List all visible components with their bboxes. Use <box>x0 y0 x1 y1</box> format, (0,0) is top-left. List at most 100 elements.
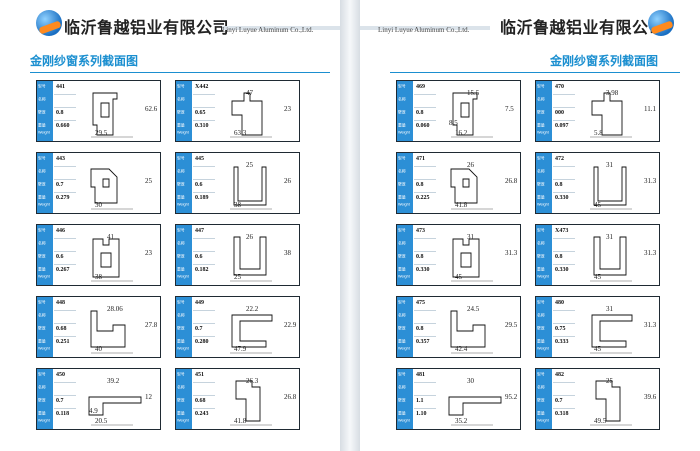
thickness-value: 0.8 <box>416 326 424 332</box>
weight-value: 1.10 <box>416 411 427 417</box>
model-value: 451 <box>195 372 204 378</box>
thickness-value: 0.7 <box>555 398 563 404</box>
model-value: 469 <box>416 84 425 90</box>
spec-label: Weight <box>398 418 410 423</box>
weight-value: 0.660 <box>56 123 70 129</box>
spec-label: 壁厚 <box>38 182 46 187</box>
model-value: 475 <box>416 300 425 306</box>
dimension-label: 30 <box>95 201 103 209</box>
spec-label: 壁厚 <box>398 398 406 403</box>
thickness-value: 0.6 <box>195 254 203 260</box>
company-name-en: Linyi Luyue Aluminum Co.,Ltd. <box>378 26 470 34</box>
spec-label: 壁厚 <box>537 182 545 187</box>
dimension-label: 26.8 <box>505 177 517 185</box>
weight-value: 0.243 <box>195 411 209 417</box>
thickness-value: 0.8 <box>416 254 424 260</box>
spec-label: 重量 <box>38 411 46 416</box>
spec-label: 重量 <box>398 411 406 416</box>
spec-label: 壁厚 <box>537 398 545 403</box>
weight-value: 0.357 <box>416 339 430 345</box>
dimension-label: 29.5 <box>505 321 517 329</box>
weight-value: 0.330 <box>555 267 569 273</box>
dimension-label: 47 <box>246 89 254 97</box>
model-value: 449 <box>195 300 204 306</box>
spec-label: 名称 <box>398 313 406 318</box>
model-value: 448 <box>56 300 65 306</box>
spec-label: 型号 <box>38 372 46 377</box>
spec-label: 壁厚 <box>537 254 545 259</box>
model-value: 470 <box>555 84 564 90</box>
spec-label: Weight <box>398 346 410 351</box>
left-page: 临沂鲁越铝业有限公司 Linyi Luyue Aluminum Co.,Ltd.… <box>0 0 340 451</box>
model-value: X442 <box>195 84 209 90</box>
spec-label: 重量 <box>537 123 545 128</box>
dimension-label: 25 <box>606 377 614 385</box>
spec-label: 型号 <box>537 84 545 89</box>
spec-label: Weight <box>177 202 189 207</box>
spec-label: 名称 <box>398 385 406 390</box>
dimension-label: 47.9 <box>234 345 247 353</box>
model-value: 472 <box>555 156 564 162</box>
spec-label: Weight <box>38 346 50 351</box>
spec-label: 型号 <box>398 372 406 377</box>
dimension-label: 23 <box>284 105 292 113</box>
dimension-label: 27.8 <box>145 321 157 329</box>
spec-label: 型号 <box>38 156 46 161</box>
company-name-en: Linyi Luyue Aluminum Co.,Ltd. <box>222 26 314 34</box>
spec-label: 壁厚 <box>177 182 185 187</box>
dimension-label: 8.5 <box>449 119 458 127</box>
weight-value: 0.118 <box>56 411 70 417</box>
spec-label: 型号 <box>537 228 545 233</box>
weight-value: 0.279 <box>56 195 70 201</box>
dimension-label: 31 <box>467 233 475 241</box>
series-title: 金刚纱窗系列截面图 <box>30 54 139 68</box>
spec-label: 重量 <box>398 195 406 200</box>
dimension-label: 22.9 <box>284 321 296 329</box>
spec-label: 壁厚 <box>38 110 46 115</box>
thickness-value: 0.75 <box>555 326 566 332</box>
spec-label: Weight <box>398 274 410 279</box>
dimension-label: 7.5 <box>505 105 514 113</box>
weight-value: 0.267 <box>56 267 70 273</box>
spec-label: 重量 <box>177 339 185 344</box>
dimension-label: 26 <box>246 233 254 241</box>
thickness-value: 0.8 <box>416 110 424 116</box>
spec-label: 壁厚 <box>38 326 46 331</box>
model-value: 441 <box>56 84 65 90</box>
dimension-label: 25 <box>246 161 254 169</box>
weight-value: 0.182 <box>195 267 209 273</box>
dimension-label: 31 <box>606 233 614 241</box>
dimension-label: 20.5 <box>95 417 108 425</box>
spec-label: 重量 <box>537 411 545 416</box>
spec-label: 重量 <box>537 267 545 272</box>
spec-label: 重量 <box>177 411 185 416</box>
profile-outline <box>88 396 142 416</box>
spec-label: 壁厚 <box>537 326 545 331</box>
dimension-label: 26 <box>467 161 475 169</box>
profile-outline <box>92 92 118 136</box>
spec-label: 壁厚 <box>177 326 185 331</box>
spec-label: Weight <box>537 202 549 207</box>
weight-value: 0.310 <box>195 123 209 129</box>
